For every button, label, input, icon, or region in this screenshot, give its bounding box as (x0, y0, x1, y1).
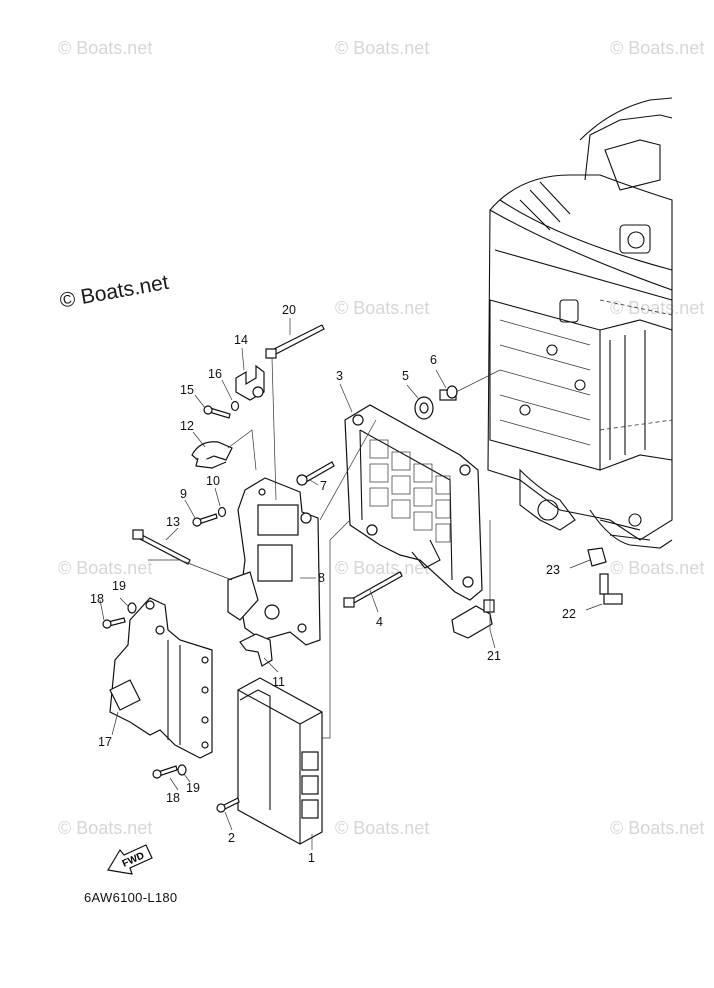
callout-18-upper: 18 (90, 592, 104, 606)
part-19-washer-lower (177, 764, 187, 776)
callout-3: 3 (336, 369, 343, 383)
part-15-bolt (203, 405, 231, 419)
callout-23: 23 (546, 563, 560, 577)
callout-17: 17 (98, 735, 112, 749)
callout-19-lower: 19 (186, 781, 200, 795)
callout-9: 9 (180, 487, 187, 501)
part-17-mounting-plate (109, 597, 213, 759)
callout-21: 21 (487, 649, 501, 663)
engine-block (487, 97, 673, 549)
watermark: © Boats.net (610, 558, 705, 578)
callout-6: 6 (430, 353, 437, 367)
callout-18-lower: 18 (166, 791, 180, 805)
part-12-clamp (191, 441, 233, 469)
watermark: © Boats.net (610, 298, 705, 318)
part-2-bolt (216, 797, 240, 813)
part-19-washer-upper (127, 602, 137, 614)
watermark: © Boats.net (335, 38, 430, 58)
callout-19-upper: 19 (112, 579, 126, 593)
callout-20: 20 (282, 303, 296, 317)
callout-12: 12 (180, 419, 194, 433)
watermark: © Boats.net (58, 558, 153, 578)
callout-7: 7 (320, 479, 327, 493)
part-1-ecu (237, 677, 323, 845)
watermark: © Boats.net (335, 558, 430, 578)
part-4-cable-tie (343, 571, 403, 608)
watermark: © Boats.net (58, 818, 153, 838)
callout-2: 2 (228, 831, 235, 845)
part-22-sensor (599, 573, 623, 605)
part-10-washer (217, 506, 227, 518)
part-16-washer (230, 400, 240, 412)
watermark: © Boats.net (610, 38, 705, 58)
fwd-arrow: FWD (107, 844, 153, 875)
callout-8: 8 (318, 571, 325, 585)
ecu-frame-grid (369, 439, 451, 543)
callout-11: 11 (272, 675, 285, 689)
callout-4: 4 (376, 615, 383, 629)
part-21-sensor (451, 599, 495, 639)
part-23-grommet (587, 547, 607, 567)
callout-16: 16 (208, 367, 222, 381)
callout-5: 5 (402, 369, 409, 383)
leader-lines (99, 318, 603, 850)
part-3-ecu-frame (344, 404, 483, 601)
part-9-bolt (192, 513, 218, 527)
part-8-bracket-plate (227, 477, 321, 646)
part-18-bolt-upper (102, 617, 126, 629)
callout-22: 22 (562, 607, 576, 621)
callout-10: 10 (206, 474, 220, 488)
part-14-bracket (235, 364, 265, 401)
callout-1: 1 (308, 851, 315, 865)
watermark: © Boats.net (58, 38, 153, 58)
part-6-collar (439, 385, 458, 401)
part-18-bolt-lower (152, 765, 178, 779)
watermark: © Boats.net (335, 298, 430, 318)
part-5-grommet (414, 396, 434, 420)
diagram-code: 6AW6100-L180 (84, 890, 178, 905)
watermark: © Boats.net (610, 818, 705, 838)
part-7-bolt (296, 461, 335, 486)
callouts: 1 2 3 4 5 6 7 8 9 10 11 12 13 14 15 16 1… (90, 303, 576, 865)
callout-14: 14 (234, 333, 248, 347)
callout-15: 15 (180, 383, 194, 397)
part-20-cable-tie (265, 324, 325, 359)
callout-13: 13 (166, 515, 180, 529)
part-13-cable-tie (132, 529, 191, 565)
watermark: © Boats.net (335, 818, 430, 838)
